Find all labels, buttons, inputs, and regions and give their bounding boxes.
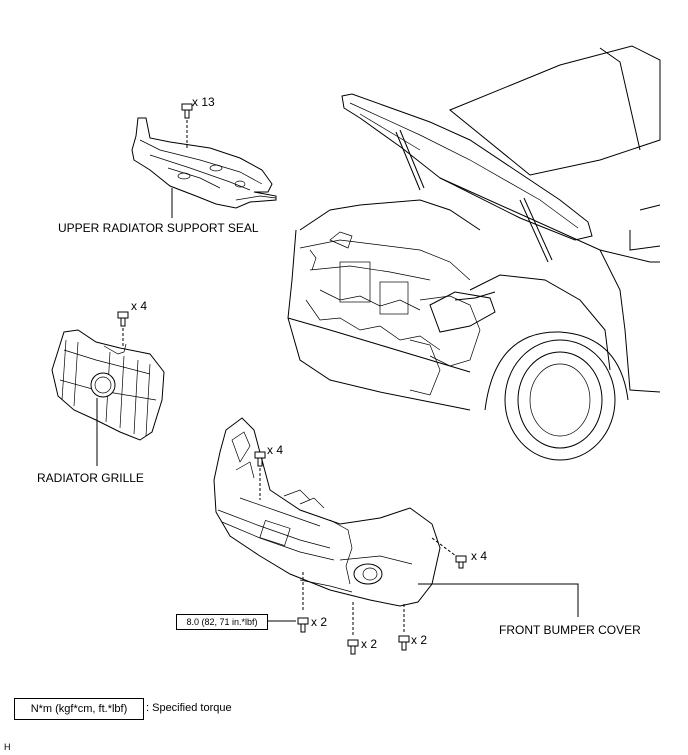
bumper-bolt-left-icon (297, 572, 309, 633)
legend-description: : Specified torque (146, 702, 232, 714)
front-bumper-cover (213, 417, 579, 617)
bumper-bolt-left-quantity: x 2 (311, 615, 328, 629)
bumper-bolt-mid-icon (347, 602, 359, 655)
bumper-bolt-mid-quantity: x 2 (361, 637, 378, 651)
bumper-bolt-right-quantity: x 2 (411, 633, 428, 647)
upper-radiator-support-seal-label: UPPER RADIATOR SUPPORT SEAL (58, 221, 259, 235)
front-bumper-cover-label: FRONT BUMPER COVER (499, 623, 641, 637)
torque-spec-box: 8.0 (82, 71 in.*lbf) (176, 614, 268, 630)
figure-code: H (4, 742, 11, 752)
bumper-side-clip-icon (431, 537, 467, 569)
grille-clip-quantity: x 4 (131, 299, 148, 313)
legend-unit-box: N*m (kgf*cm, ft.*lbf) (14, 698, 144, 720)
bumper-top-clip-icon (254, 451, 266, 500)
bumper-side-clip-quantity: x 4 (471, 549, 488, 563)
seal-clip-icon (181, 103, 193, 150)
bumper-top-clip-quantity: x 4 (267, 443, 284, 457)
bumper-bolt-right-icon (398, 604, 410, 651)
radiator-grille (51, 329, 165, 466)
grille-clip-icon (117, 311, 129, 348)
upper-radiator-support-seal (131, 117, 277, 218)
seal-clip-quantity: x 13 (192, 95, 215, 109)
radiator-grille-label: RADIATOR GRILLE (37, 471, 144, 485)
vehicle-illustration (287, 45, 661, 461)
